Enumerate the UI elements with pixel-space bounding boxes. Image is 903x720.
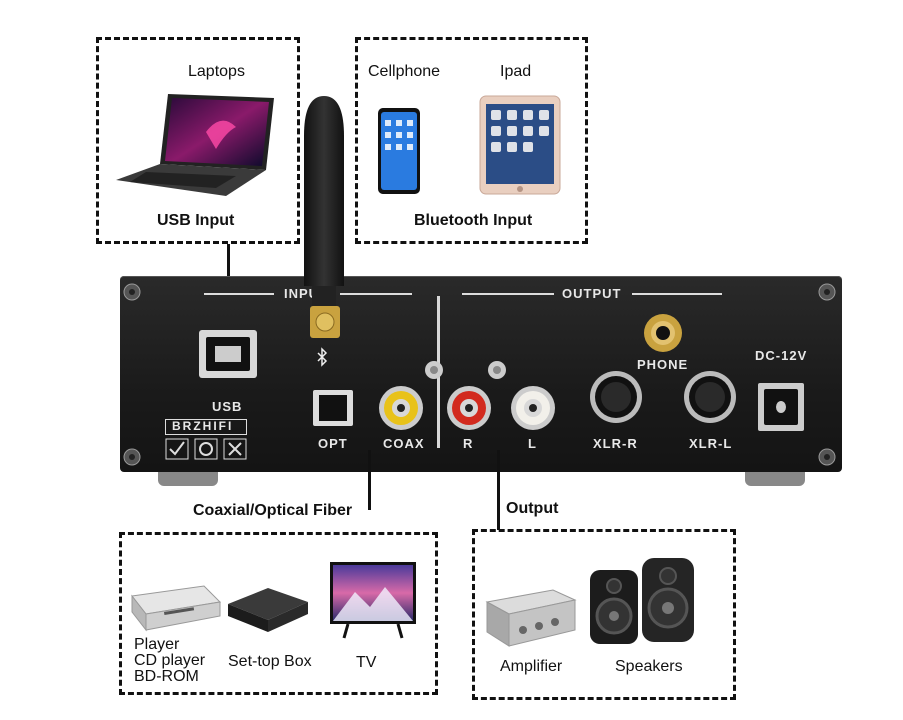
brand-label: BRZHIFI: [172, 419, 234, 433]
speakers-label: Speakers: [615, 658, 683, 675]
usb-port-tongue: [215, 346, 241, 362]
player-label-line3: BD-ROM: [134, 668, 199, 685]
ipad-icon: [479, 95, 561, 195]
input-header-rule-left: [204, 293, 274, 295]
settop-box-icon: [228, 588, 308, 632]
screw-icon: [818, 448, 836, 466]
bluetooth-antenna: [304, 96, 344, 338]
certification-icons: [165, 438, 247, 460]
player-label-line2: CD player: [134, 652, 206, 669]
usb-input-box: [96, 37, 300, 244]
usb-label: USB: [212, 399, 243, 414]
cellphone-label: Cellphone: [368, 63, 441, 80]
ground-post: [488, 361, 506, 379]
foot-left: [158, 472, 218, 486]
output-caption: Output: [506, 500, 559, 517]
bluetooth-input-caption: Bluetooth Input: [414, 212, 533, 229]
tv-icon: [330, 562, 416, 639]
opt-label: OPT: [318, 436, 348, 451]
settop-box-label: Set-top Box: [228, 653, 312, 670]
rca-left-jack: [511, 386, 555, 430]
usb-input-caption: USB Input: [157, 212, 235, 229]
dc-power-jack-pin: [776, 401, 786, 413]
phone-jack: [644, 314, 682, 352]
xlr-r-label: XLR-R: [593, 436, 638, 451]
output-header-rule-right: [632, 293, 722, 295]
dc-label: DC-12V: [755, 348, 808, 363]
player-label-line1: Player: [134, 636, 180, 653]
optical-port-inner: [319, 395, 347, 421]
coax-label: COAX: [383, 436, 425, 451]
ipad-label: Ipad: [500, 63, 532, 80]
phone-label: PHONE: [637, 357, 689, 372]
output-connector-line: [497, 450, 500, 530]
coax-jack: [379, 386, 423, 430]
coaxial-optical-caption: Coaxial/Optical Fiber: [193, 502, 353, 519]
output-header: OUTPUT: [562, 286, 622, 301]
output-header-rule-left: [462, 293, 554, 295]
speakers-icon: [590, 558, 694, 644]
rca-right-jack: [447, 386, 491, 430]
cd-player-icon: [131, 585, 222, 632]
ground-post: [425, 361, 443, 379]
amplifier-icon: [485, 589, 577, 647]
amplifier-label: Amplifier: [500, 658, 563, 675]
screw-icon: [818, 283, 836, 301]
input-header-rule-right: [340, 293, 412, 295]
xlr-left-jack: [684, 371, 736, 423]
l-label: L: [528, 436, 537, 451]
bluetooth-input-box: [355, 37, 588, 244]
coax-connector-line: [368, 450, 371, 510]
xlr-right-jack: [590, 371, 642, 423]
cellphone-icon: [378, 108, 420, 194]
output-box: [472, 529, 736, 700]
brand-logo: [165, 419, 247, 435]
laptop-icon: [116, 94, 274, 196]
xlr-l-label: XLR-L: [689, 436, 733, 451]
r-label: R: [463, 436, 474, 451]
bluetooth-icon: [317, 347, 328, 367]
laptops-label: Laptops: [188, 63, 245, 80]
coaxial-optical-box: [119, 532, 438, 695]
tv-label: TV: [356, 654, 377, 671]
foot-right: [745, 472, 805, 486]
screw-icon: [123, 283, 141, 301]
screw-icon: [123, 448, 141, 466]
